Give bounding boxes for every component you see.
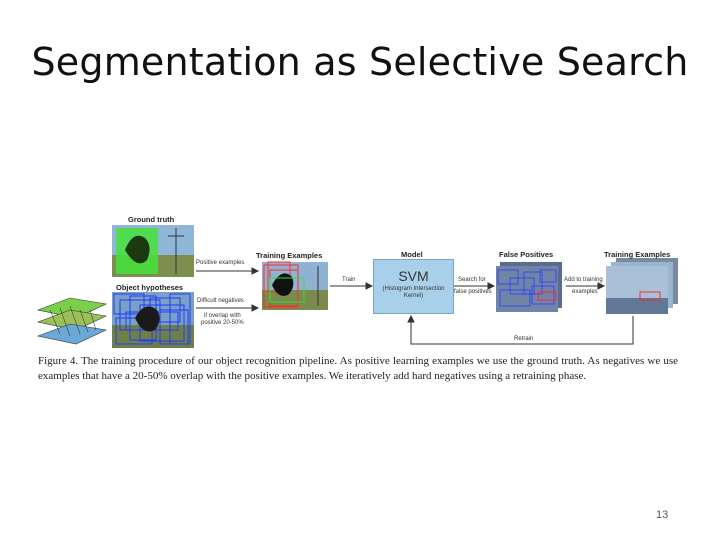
arrow-label-add-1: Add to training bbox=[564, 277, 603, 284]
training-examples-image-1 bbox=[262, 262, 328, 310]
training-examples-images-2 bbox=[606, 258, 678, 314]
label-model: Model bbox=[401, 250, 423, 259]
svm-subtitle-line-2: Kernel) bbox=[374, 293, 453, 300]
svm-subtitle-line-1: (Histogram Intersection bbox=[374, 286, 453, 293]
arrow-label-overlap-1: if overlap with bbox=[204, 313, 241, 320]
svm-title: SVM bbox=[374, 268, 453, 284]
false-positives-images bbox=[496, 262, 562, 312]
label-false-positives: False Positives bbox=[499, 250, 553, 259]
arrow-label-overlap-2: positive 20-50% bbox=[201, 320, 244, 327]
svm-model-box: SVM (Histogram Intersection Kernel) bbox=[373, 259, 454, 314]
label-object-hypotheses: Object hypotheses bbox=[116, 283, 183, 292]
segmentation-layers bbox=[38, 298, 106, 344]
arrow-label-retrain: Retrain bbox=[514, 336, 533, 343]
label-training-examples-1: Training Examples bbox=[256, 251, 322, 260]
arrow-label-add-2: examples bbox=[572, 289, 598, 296]
page-number: 13 bbox=[656, 509, 668, 521]
arrow-label-search-1: Search for bbox=[458, 277, 486, 284]
object-hypotheses-image bbox=[112, 292, 194, 348]
label-ground-truth: Ground truth bbox=[128, 215, 174, 224]
arrow-label-search-2: false positives bbox=[454, 289, 492, 296]
figure-caption: Figure 4. The training procedure of our … bbox=[38, 354, 678, 384]
arrow-label-positive-examples: Positive examples bbox=[196, 260, 244, 267]
label-training-examples-2: Training Examples bbox=[604, 250, 670, 259]
arrow-label-difficult-negatives: Difficult negatives bbox=[197, 298, 244, 305]
svm-subtitle: (Histogram Intersection Kernel) bbox=[374, 286, 453, 300]
ground-truth-image bbox=[112, 225, 194, 277]
arrow-label-train: Train bbox=[342, 277, 355, 284]
